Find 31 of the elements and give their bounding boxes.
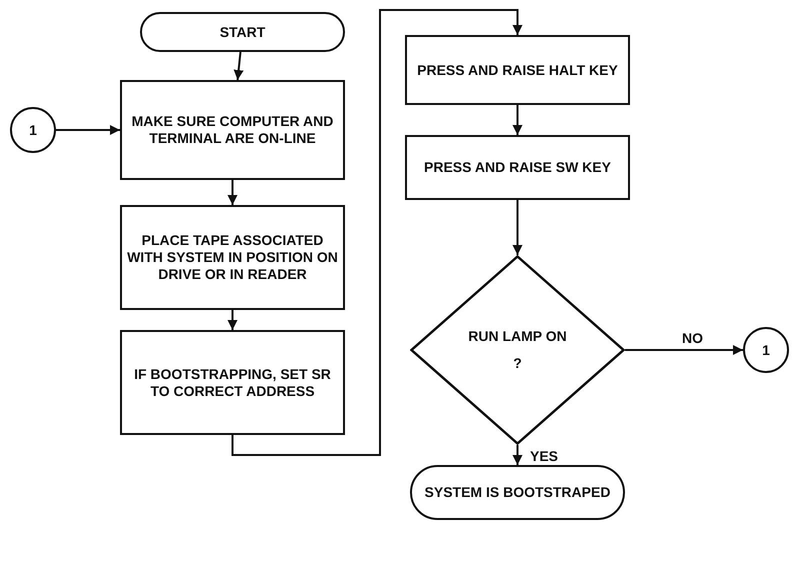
- terminal-box: [140, 12, 345, 52]
- edge-label: YES: [528, 448, 560, 464]
- node-text: MAKE SURE COMPUTER AND TERMINAL ARE ON-LINE: [130, 113, 334, 147]
- node-text: 1: [29, 122, 37, 138]
- node-text: PRESS AND RAISE SW KEY: [424, 159, 611, 176]
- node-text: 1: [762, 342, 770, 358]
- process-box: [120, 205, 345, 310]
- edge-label: NO: [680, 330, 705, 346]
- decision-diamond: [410, 255, 625, 445]
- connector-circle: [10, 107, 56, 153]
- arrow: [232, 9, 522, 456]
- process-box: [405, 35, 630, 105]
- connector-circle: [743, 327, 789, 373]
- arrow: [228, 310, 238, 330]
- node-text: IF BOOTSTRAPPING, SET SR TO CORRECT ADDRESS: [133, 366, 332, 400]
- arrow: [512, 200, 522, 255]
- process-box: [120, 80, 345, 180]
- node-text: SYSTEM IS BOOTSTRAPED: [424, 484, 610, 501]
- arrow: [56, 125, 120, 135]
- arrow: [228, 180, 238, 205]
- process-box: [120, 330, 345, 435]
- node-text: RUN LAMP ON: [468, 328, 567, 345]
- arrow: [234, 52, 244, 80]
- process-box: [405, 135, 630, 200]
- node-text: START: [220, 24, 266, 40]
- arrow: [512, 105, 522, 135]
- arrow: [512, 445, 522, 465]
- node-text: ?: [513, 355, 522, 372]
- node-text: PRESS AND RAISE HALT KEY: [417, 62, 618, 78]
- node-text: PLACE TAPE ASSOCIATED WITH SYSTEM IN POSITION ON DRIVE OR IN READER: [126, 232, 339, 283]
- arrow: [625, 345, 743, 355]
